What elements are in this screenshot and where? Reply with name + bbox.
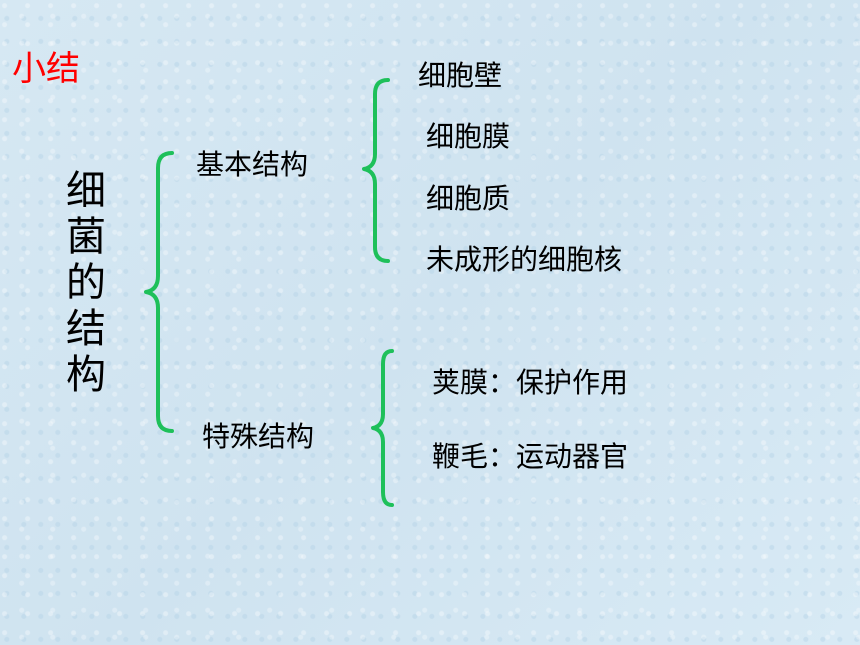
category-special-structure: 特殊结构 [202,420,315,453]
category-basic-structure: 基本结构 [196,148,309,181]
basic-structure-brace [362,78,390,263]
item-cell-membrane: 细胞膜 [426,120,511,153]
item-nucleoid: 未成形的细胞核 [426,243,623,276]
item-flagellum: 鞭毛：运动器官 [432,440,629,473]
special-structure-brace [371,349,394,507]
main-brace [144,151,174,433]
item-cell-wall: 细胞壁 [418,59,503,92]
slide-title: 小结 [12,49,80,89]
item-capsule: 荚膜：保护作用 [432,366,629,399]
root-label: 细菌的结构 [66,168,106,398]
item-cytoplasm: 细胞质 [426,182,511,215]
